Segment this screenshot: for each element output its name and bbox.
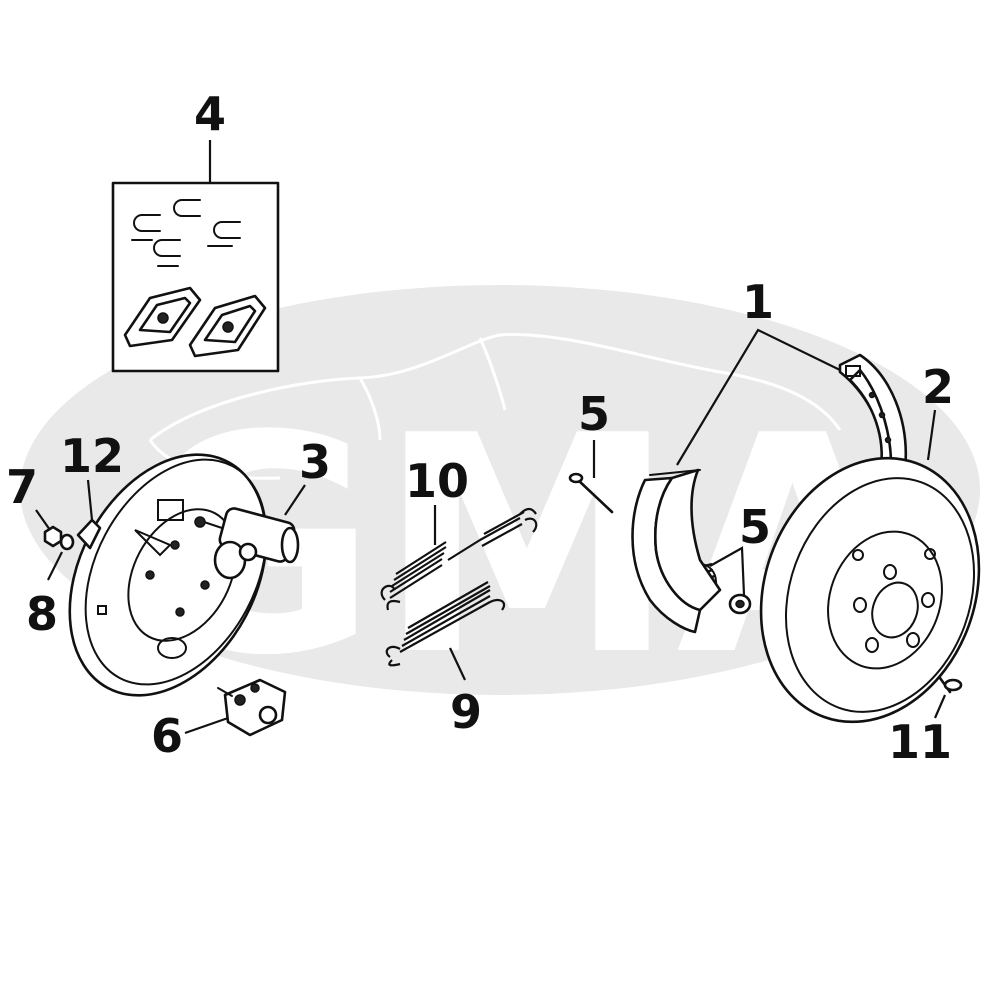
leader-12	[86, 479, 94, 521]
leader-11	[933, 694, 947, 719]
leader-9	[449, 647, 466, 681]
leader-8	[47, 551, 63, 581]
leader-3	[284, 484, 306, 516]
hold-down-cup	[728, 593, 752, 615]
bracket-12	[76, 518, 102, 550]
leader-1	[676, 328, 841, 466]
callout-11: 11	[888, 715, 952, 769]
hold-down-pin	[568, 472, 614, 514]
u-clip	[173, 199, 201, 217]
retainer-plate	[123, 286, 202, 348]
backing-plate	[68, 453, 268, 697]
spring-9	[385, 581, 506, 667]
u-clip	[131, 214, 161, 241]
callout-10: 10	[405, 454, 469, 508]
callout-5-side: 5	[739, 500, 771, 554]
callout-1: 1	[742, 275, 774, 329]
adjuster-block	[217, 678, 287, 737]
callout-5-top: 5	[578, 387, 610, 441]
retainer-plate	[188, 294, 267, 358]
wheel-cylinder	[194, 507, 300, 580]
callout-12: 12	[60, 429, 124, 483]
nut-7	[43, 525, 63, 548]
leader-7	[35, 509, 51, 531]
leader-2	[926, 409, 937, 461]
leader-5-side	[709, 546, 746, 596]
leader-6	[184, 716, 229, 735]
hardware-kit-box	[111, 181, 280, 373]
brake-shoe-left	[631, 468, 722, 634]
washer-8	[59, 533, 75, 551]
callout-3: 3	[299, 435, 331, 489]
callout-9: 9	[450, 685, 482, 739]
u-clip	[207, 221, 241, 247]
u-clip	[153, 239, 181, 267]
spring-10	[380, 507, 538, 611]
callout-4: 4	[194, 87, 226, 141]
watermark-car-outline	[148, 332, 842, 480]
brake-drum	[759, 456, 981, 724]
watermark-ellipse	[20, 285, 980, 695]
callout-8: 8	[26, 587, 58, 641]
drum-screw	[938, 676, 963, 694]
callout-6: 6	[151, 709, 183, 763]
callout-2: 2	[922, 360, 954, 414]
callout-7: 7	[6, 460, 38, 514]
